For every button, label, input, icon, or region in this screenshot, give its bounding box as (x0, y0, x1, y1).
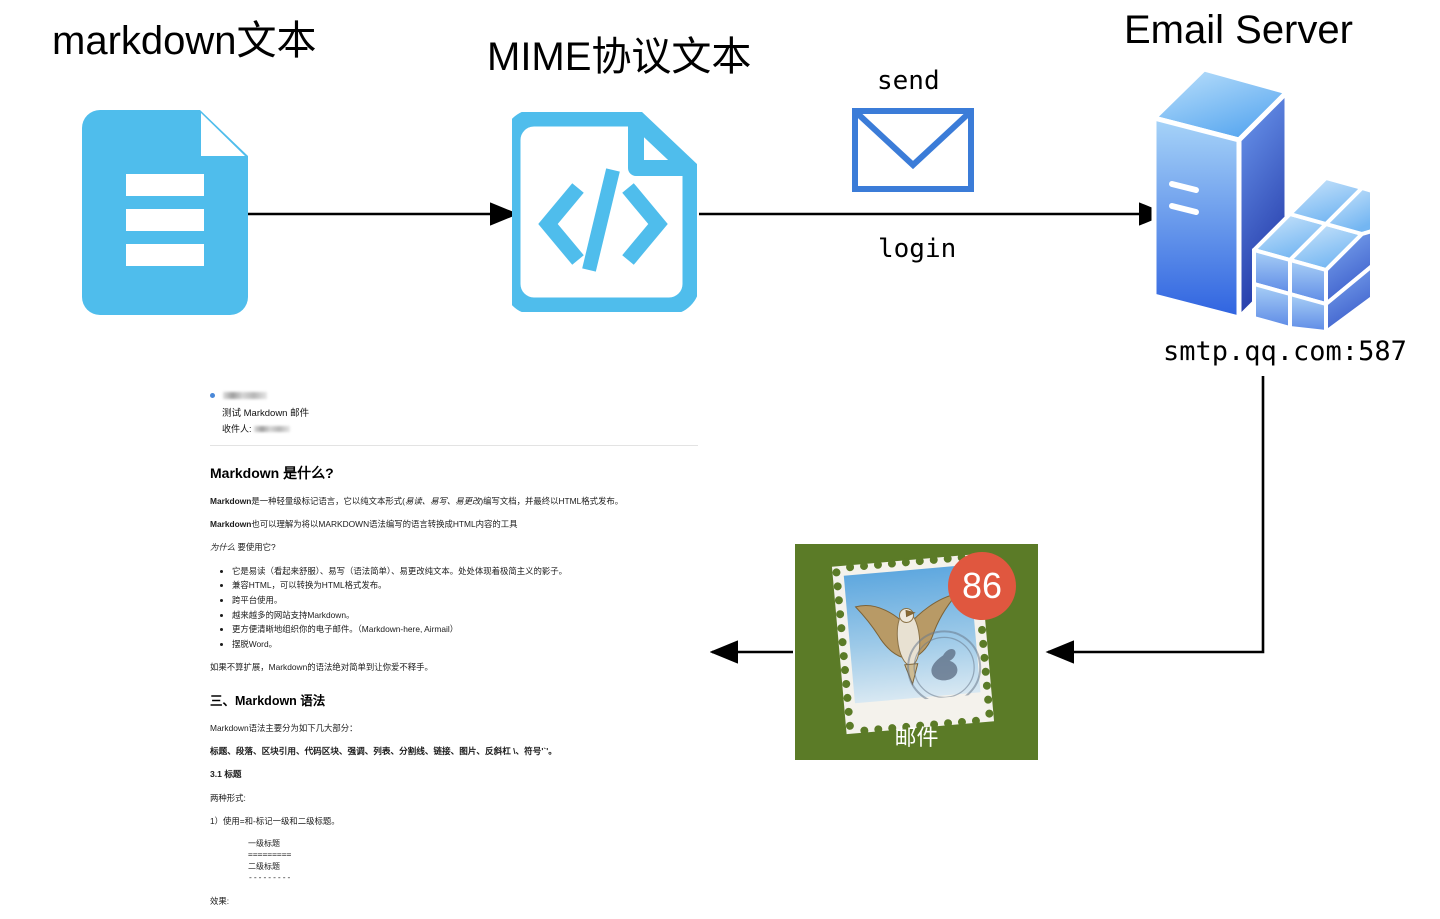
email-code-block: 一级标题 ========= 二级标题 --------- (248, 838, 292, 883)
email-paragraph-2: Markdown也可以理解为将以MARKDOWN语法编写的语言转换成HTML内容… (210, 518, 698, 530)
list-item: 越来越多的网站支持Markdown。 (232, 609, 698, 621)
envelope-icon (852, 108, 974, 197)
email-section-heading: 三、Markdown 语法 (210, 694, 326, 709)
list-item: 跨平台使用。 (232, 594, 698, 606)
p1-italic: 易读、易写、易更改 (404, 496, 481, 506)
email-section-list: 标题、段落、区块引用、代码区块、强调、列表、分割线、链接、图片、反斜杠 \、符号… (210, 745, 557, 756)
p2-text: 也可以理解为将以MARKDOWN语法编写的语言转换成HTML内容的工具 (251, 519, 518, 530)
list-item: 摆脱Word。 (232, 638, 698, 650)
email-bullet-list: 它是易读（看起来舒服）、易写（语法简单）、易更改纯文本。处处体现着极简主义的影子… (210, 565, 698, 651)
email-header: 测试 Markdown 邮件 收件人: (198, 390, 710, 436)
email-paragraph-1: Markdown是一种轻量级标记语言，它以纯文本形式(易读、易写、易更改)编写文… (210, 495, 698, 507)
email-section-intro: Markdown语法主要分为如下几大部分： (210, 722, 358, 733)
server-icon (1140, 66, 1374, 339)
list-item: 兼容HTML，可以转换为HTML格式发布。 (232, 579, 698, 591)
list-item: 更方便清晰地组织你的电子邮件。（Markdown-here, Airmail） (232, 623, 698, 635)
email-heading: Markdown 是什么? (210, 464, 334, 481)
server-address-label: smtp.qq.com:587 (1163, 336, 1407, 367)
unread-dot-icon (210, 393, 215, 399)
email-paragraph-3: 为什么 要使用它? (210, 541, 698, 553)
login-label: login (878, 234, 957, 264)
unread-badge: 86 (948, 552, 1016, 620)
p1-bold: Markdown (210, 496, 252, 506)
sender-redacted (223, 392, 268, 400)
email-effect-label: 效果: (210, 896, 230, 907)
email-closing-paragraph: 如果不算扩展，Markdown的语法绝对简单到让你爱不释手。 (210, 662, 433, 673)
mime-node-title: MIME协议文本 (487, 35, 752, 79)
server-node-title: Email Server (1124, 8, 1353, 52)
email-form-one: 1）使用=和-标记一级和二级标题。 (210, 815, 340, 826)
code-file-icon (503, 109, 700, 317)
recipient-label: 收件人: (222, 423, 252, 434)
send-label: send (877, 66, 940, 96)
email-subject: 测试 Markdown 邮件 (222, 407, 310, 419)
email-body: Markdown 是什么? Markdown是一种轻量级标记语言，它以纯文本形式… (198, 463, 710, 908)
list-item: 它是易读（看起来舒服）、易写（语法简单）、易更改纯文本。处处体现着极简主义的影子… (232, 565, 698, 577)
mail-app-label: 邮件 (894, 725, 939, 750)
arrow-server-to-mail (1045, 376, 1265, 664)
markdown-node-title: markdown文本 (52, 19, 317, 63)
p1-text-2: )编写文档，并最终以HTML格式发布。 (480, 496, 624, 506)
recipient-redacted (254, 426, 291, 433)
email-recipient-row: 收件人: (222, 423, 710, 436)
email-divider (210, 444, 698, 446)
p3-text: 要使用它? (235, 542, 276, 553)
email-subsection-heading: 3.1 标题 (210, 769, 242, 780)
email-sender-row (210, 390, 710, 402)
email-forms-label: 两种形式: (210, 792, 246, 803)
mail-app-icon[interactable]: 86 邮件 (795, 544, 1038, 760)
p2-bold: Markdown (210, 519, 252, 530)
p1-text-1: 是一种轻量级标记语言，它以纯文本形式( (251, 496, 405, 506)
document-icon (82, 110, 248, 320)
email-preview[interactable]: 测试 Markdown 邮件 收件人: Markdown 是什么? Markdo… (198, 390, 710, 919)
p3-italic: 为什么 (210, 542, 236, 553)
